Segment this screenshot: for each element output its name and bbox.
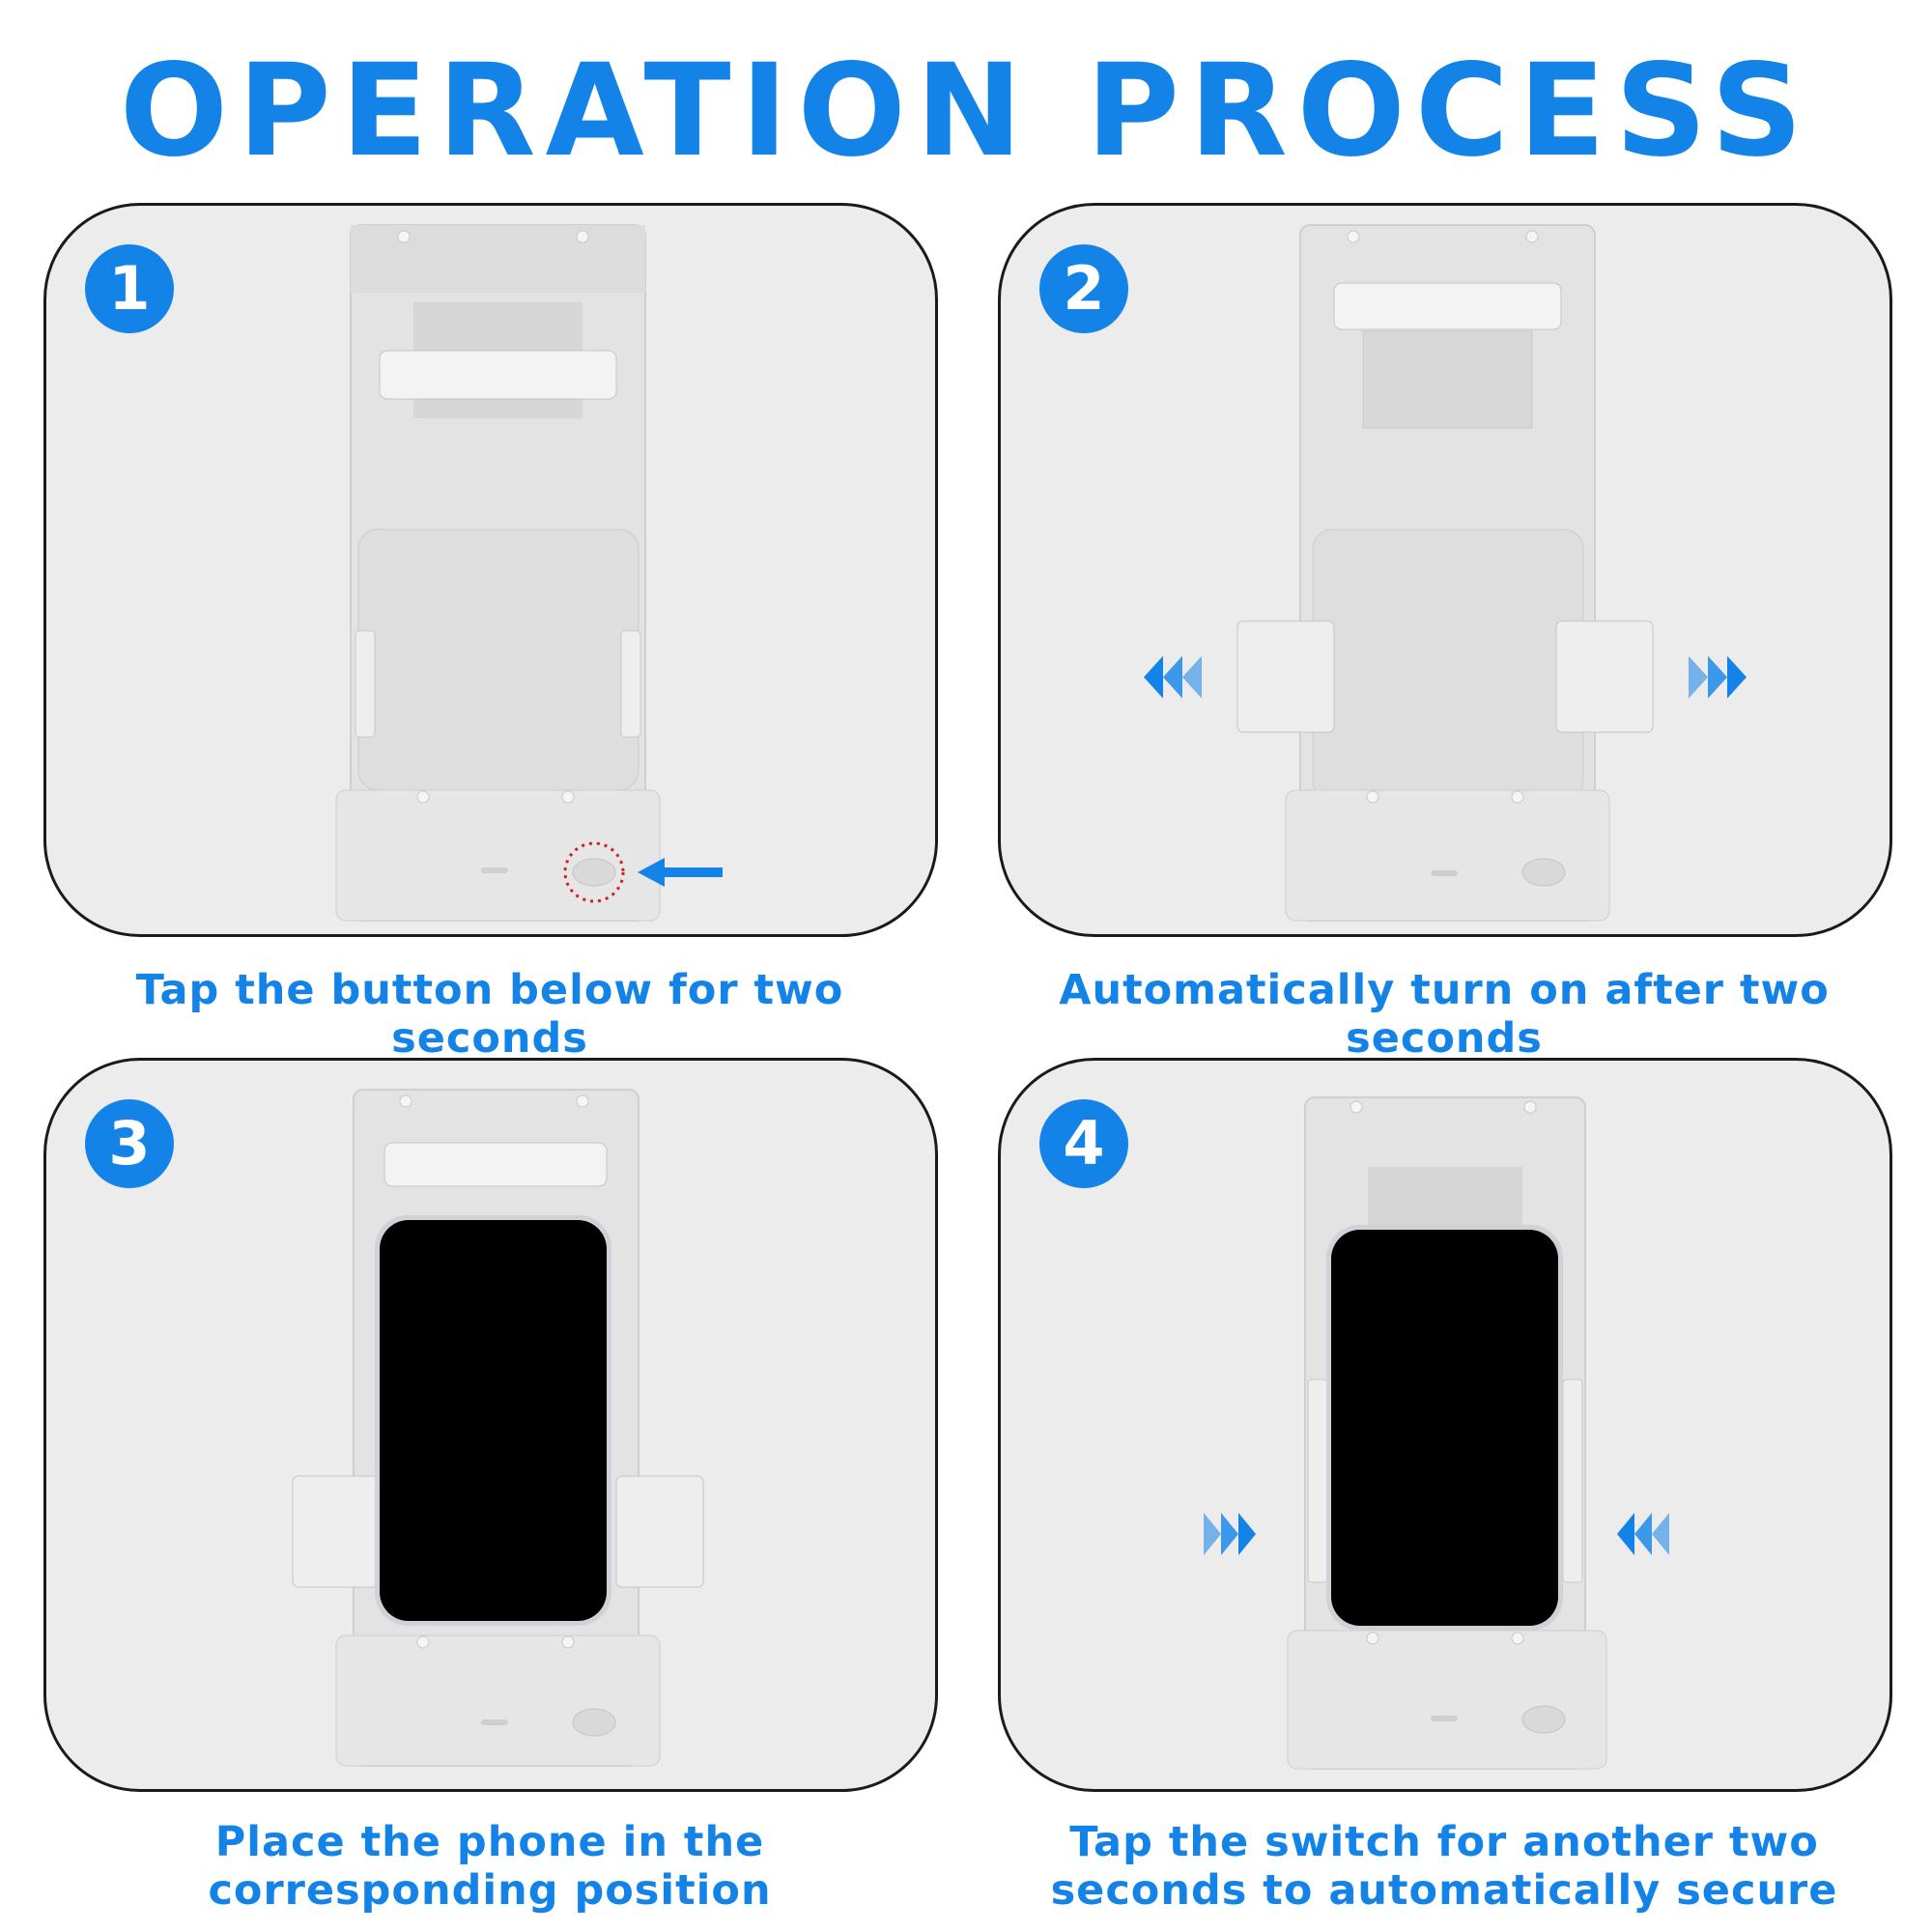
device-closed-illustration — [335, 224, 723, 922]
arrow-left-icon — [638, 858, 723, 887]
step-3-caption: Place the phone in the corresponding pos… — [208, 1818, 772, 1915]
page-title: OPERATION PROCESS — [119, 37, 1813, 185]
phone-screen — [380, 1220, 607, 1621]
step-1-panel: 1 — [43, 203, 938, 937]
triple-chevron-left-icon — [1617, 1513, 1669, 1555]
phone-screen — [1331, 1230, 1558, 1626]
triple-chevron-left-icon — [1144, 656, 1202, 698]
step-3-badge: 3 — [85, 1099, 174, 1188]
step-2-panel: 2 — [998, 203, 1892, 937]
step-1-caption: Tap the button below for two seconds — [135, 966, 844, 1063]
step-4-panel: 4 — [998, 1058, 1892, 1792]
step-1-badge: 1 — [85, 244, 174, 333]
step-4-caption: Tap the switch for another two seconds t… — [1050, 1818, 1838, 1915]
step-3-panel: 3 — [43, 1058, 938, 1792]
triple-chevron-right-icon — [1204, 1513, 1256, 1555]
step-4-badge: 4 — [1039, 1099, 1128, 1188]
triple-chevron-right-icon — [1689, 656, 1747, 698]
device-with-phone-illustration — [292, 1089, 704, 1767]
device-open-illustration — [1144, 224, 1747, 922]
step-2-badge: 2 — [1039, 244, 1128, 333]
device-secured-illustration — [1204, 1096, 1669, 1770]
step-2-caption: Automatically turn on after two seconds — [1059, 966, 1830, 1063]
dotted-circle-highlight — [563, 841, 625, 903]
